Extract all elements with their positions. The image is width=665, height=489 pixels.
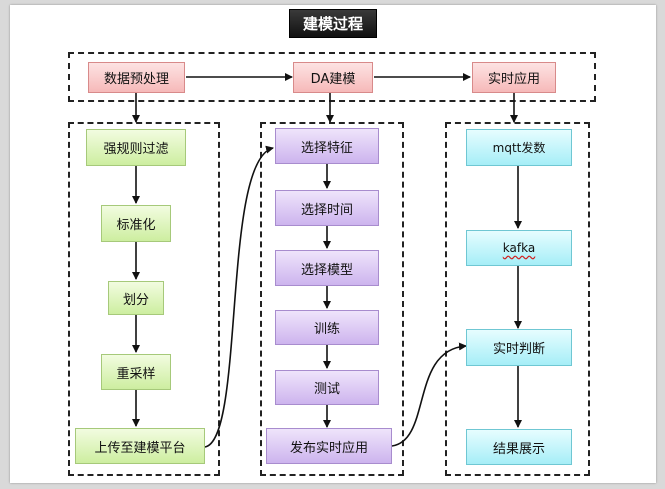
box-test: 测试 (275, 370, 379, 405)
box-upload-platform: 上传至建模平台 (75, 428, 205, 464)
box-da-modeling: DA建模 (293, 62, 373, 93)
box-select-time: 选择时间 (275, 190, 379, 226)
diagram-title: 建模过程 (289, 9, 377, 38)
realtime-group (445, 122, 590, 476)
box-realtime-judge: 实时判断 (466, 329, 572, 366)
box-select-feature: 选择特征 (275, 128, 379, 164)
box-split: 划分 (108, 281, 164, 315)
box-realtime-app: 实时应用 (472, 62, 556, 93)
box-result-display: 结果展示 (466, 429, 572, 465)
box-strong-rule-filter: 强规则过滤 (86, 129, 186, 166)
box-kafka: kafka (466, 230, 572, 266)
top-row-group (68, 52, 596, 102)
kafka-label: kafka (502, 241, 536, 255)
box-publish-realtime: 发布实时应用 (266, 428, 392, 464)
box-mqtt-send: mqtt发数 (466, 129, 572, 166)
box-select-model: 选择模型 (275, 250, 379, 286)
modeling-group (260, 122, 404, 476)
box-preprocess: 数据预处理 (88, 62, 185, 93)
box-resample: 重采样 (101, 354, 171, 390)
box-standardize: 标准化 (101, 205, 171, 242)
box-train: 训练 (275, 310, 379, 345)
